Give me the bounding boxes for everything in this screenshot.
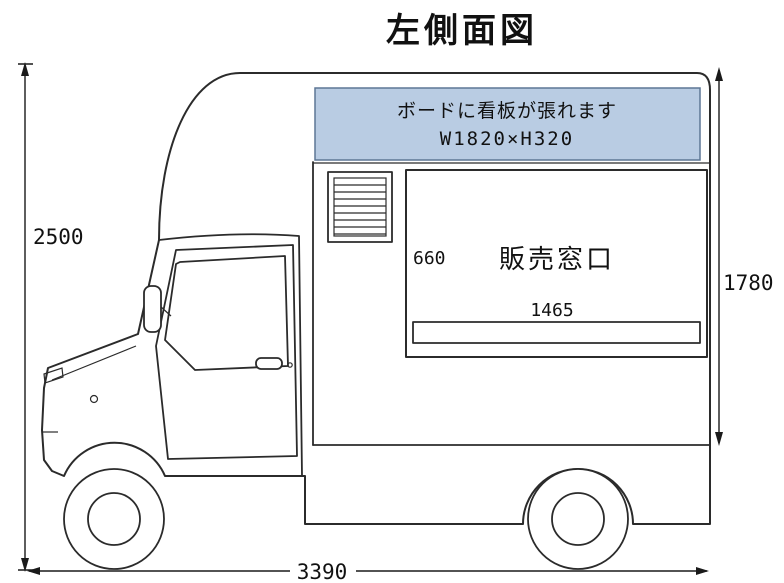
cab-roof-line	[158, 233, 303, 477]
arrowhead-up	[21, 62, 29, 76]
sales-window: 販売窓口 660 1465	[405, 169, 708, 358]
rear-wheel	[527, 468, 629, 570]
side-marker-lamp	[89, 394, 99, 404]
dimension-overall-height-label: 2500	[33, 225, 84, 249]
dimension-label-mask	[290, 559, 356, 583]
dimension-length: 3390	[27, 559, 709, 583]
sales-window-label: 販売窓口	[499, 244, 615, 274]
signboard-panel: ボードに看板が張れます W1820×H320	[314, 87, 701, 161]
sales-window-counter	[412, 321, 701, 344]
arrowhead-left	[27, 567, 40, 575]
rear-wheel-hub	[551, 492, 605, 546]
arrowhead-down	[21, 558, 29, 572]
sales-window-height-label: 660	[413, 248, 446, 269]
vent-louver	[327, 171, 393, 243]
hood-seam-line	[51, 345, 137, 381]
dimension-rear-height: 1780	[715, 67, 774, 446]
sales-window-width-label: 1465	[530, 300, 573, 321]
front-wheel-hub	[87, 492, 141, 546]
diagram-title: 左側面図	[386, 12, 538, 50]
front-wheel	[63, 468, 165, 570]
door-keyhole	[287, 362, 293, 368]
arrowhead-down	[715, 432, 723, 446]
sales-window-frame	[405, 169, 708, 358]
dimension-rear-height-label: 1780	[723, 271, 774, 295]
signboard-rect	[314, 87, 701, 161]
signboard-text-line1: ボードに看板が張れます	[397, 100, 617, 122]
headlight	[43, 367, 64, 384]
signboard-text-line2: W1820×H320	[440, 128, 574, 150]
vent-louver-frame	[327, 171, 393, 243]
door-window	[164, 255, 289, 371]
arrowhead-right	[696, 567, 709, 575]
vent-louver-inner-frame	[333, 177, 387, 237]
door-handle	[255, 357, 283, 370]
dimension-overall-height: 2500	[18, 62, 84, 572]
vent-louver-slats	[334, 184, 386, 235]
dimension-length-label: 3390	[297, 560, 348, 583]
side-mirror	[143, 285, 162, 333]
arrowhead-up	[715, 67, 723, 81]
